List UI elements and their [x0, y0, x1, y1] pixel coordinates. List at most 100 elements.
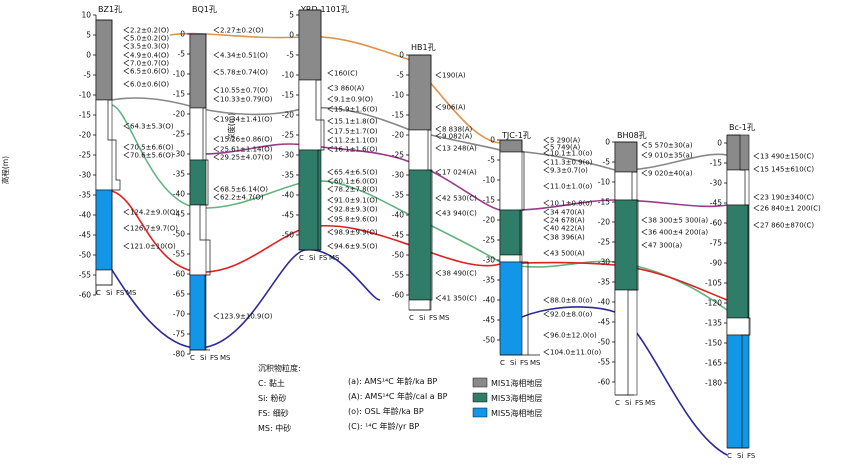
- age-arrow-icon: [435, 168, 442, 176]
- age-arrow-icon: [327, 136, 334, 144]
- age-label: 123.9±10.9(O): [220, 313, 273, 321]
- axis-tick-label: -5: [287, 51, 295, 60]
- grain-size-label: C: [96, 289, 101, 297]
- age-arrow-icon: [543, 310, 550, 318]
- axis-tick-label: -30: [282, 151, 294, 160]
- axis-tick-label: -80: [173, 350, 185, 359]
- age-label: 13 490±150(C): [760, 153, 814, 161]
- age-arrow-icon: [753, 165, 760, 173]
- age-label: 15.1±1.8(O): [334, 118, 378, 126]
- axis-tick-label: -50: [282, 231, 294, 240]
- age-arrow-icon: [327, 127, 334, 135]
- axis-tick-label: -15: [710, 159, 722, 168]
- age-arrow-icon: [543, 149, 550, 157]
- lithology-layer-mis1: [726, 134, 750, 171]
- axis-tick-label: -65: [173, 290, 185, 299]
- age-label: 7.0±0.7(O): [130, 60, 169, 68]
- axis-tick-label: -45: [483, 316, 495, 325]
- lithology-layer-mis5: [189, 274, 207, 351]
- lithology-layer-mis5: [726, 334, 750, 449]
- age-label: 88.0±8.0(o): [550, 297, 593, 305]
- lithology-layer-none: [408, 299, 432, 311]
- age-label: 95.8±9.6(O): [334, 216, 378, 224]
- age-label: 3.5±0.3(O): [130, 43, 169, 51]
- axis-tick-label: 5: [86, 31, 91, 40]
- legend-swatch-mis5: [472, 407, 488, 418]
- axis-tick-label: -60: [392, 291, 404, 300]
- age-label: 10.33±0.79(O): [220, 96, 273, 104]
- age-label: 121.0±10(O): [130, 243, 176, 251]
- age-label: 60.1±6.0(O): [334, 178, 378, 186]
- age-label: 41 350(C): [442, 295, 477, 303]
- age-arrow-icon: [123, 51, 130, 59]
- axis-tick-label: -35: [79, 191, 91, 200]
- age-arrow-icon: [543, 136, 550, 144]
- axis-tick-label: -50: [598, 338, 610, 347]
- age-arrow-icon: [543, 199, 550, 207]
- axis-tick-label: -10: [173, 70, 185, 79]
- axis-tick-label: -20: [483, 216, 495, 225]
- grain-size-label: Si: [737, 452, 743, 460]
- core-column-2: BQ1孔0-5-10-15-20-25-30-35-40-45-50-55-60…: [173, 5, 273, 362]
- age-label: 70.6±5.6(O): [130, 152, 174, 160]
- axis-tick-label: -45: [282, 211, 294, 220]
- age-arrow-icon: [641, 169, 648, 177]
- axis-tick-label: -35: [483, 276, 495, 285]
- grain-size-outline: [190, 33, 211, 351]
- legend-age-ams-cal: (A): AMS¹⁴C 年龄/cal a BP: [348, 391, 448, 401]
- lithology-layer-none: [189, 107, 207, 161]
- grain-size-label: MS: [126, 289, 137, 297]
- age-arrow-icon: [753, 204, 760, 212]
- lithology-layer-mis3: [614, 199, 638, 291]
- age-arrow-icon: [543, 158, 550, 166]
- grain-size-label: Si: [200, 354, 206, 362]
- age-label: 42 530(C): [442, 195, 477, 203]
- lithology-layer-none: [95, 269, 113, 286]
- age-label: 9 010±35(a): [648, 152, 693, 160]
- axis-tick-label: -5: [397, 71, 405, 80]
- age-label: 24 678(A): [550, 217, 585, 225]
- axis-tick-label: -105: [705, 279, 722, 288]
- axis-tick-label: -45: [173, 210, 185, 219]
- grain-size-label: MS: [329, 254, 340, 262]
- age-arrow-icon: [213, 26, 220, 34]
- lithology-layer-none: [614, 289, 638, 396]
- axis-tick-label: -35: [173, 170, 185, 179]
- age-label: 13 248(A): [442, 145, 477, 153]
- grain-size-label: FS: [210, 354, 219, 362]
- lithology-layer-mis5: [95, 189, 113, 271]
- axis-tick-label: -35: [282, 171, 294, 180]
- grain-size-label: FS: [747, 452, 756, 460]
- age-arrow-icon: [641, 241, 648, 249]
- age-label: 2.27±0.2(O): [220, 27, 264, 35]
- axis-tick-label: -40: [483, 296, 495, 305]
- lithology-layer-none: [499, 151, 523, 211]
- age-arrow-icon: [213, 115, 220, 123]
- axis-tick-label: -135: [705, 319, 722, 328]
- age-arrow-icon: [543, 224, 550, 232]
- axis-tick-label: -75: [173, 330, 185, 339]
- age-label: 94.6±9.5(O): [334, 243, 378, 251]
- age-arrow-icon: [327, 242, 334, 250]
- axis-tick-label: -20: [173, 110, 185, 119]
- age-label: 8 838(A): [442, 126, 473, 134]
- grain-size-label: C: [409, 314, 414, 322]
- legend-mis1-label: MIS1海相地层: [491, 378, 542, 388]
- axis-tick-label: -45: [710, 199, 722, 208]
- age-label: 9.1±0.9(O): [334, 96, 373, 104]
- grain-size-label: FS: [116, 289, 125, 297]
- age-label: 64.3±5.3(O): [130, 123, 174, 131]
- age-label: 5 749(A): [550, 144, 581, 152]
- axis-tick-label: -50: [392, 251, 404, 260]
- axis-tick-label: -70: [173, 310, 185, 319]
- grain-size-label: FS: [319, 254, 328, 262]
- age-label: 4.9±0.4(O): [130, 52, 169, 60]
- core-column-5: TJC-1孔0-5-10-15-20-25-30-35-40-45-505 29…: [483, 131, 602, 367]
- age-arrow-icon: [435, 144, 442, 152]
- age-arrow-icon: [543, 331, 550, 339]
- grain-size-label: MS: [645, 399, 656, 407]
- age-arrow-icon: [123, 224, 130, 232]
- age-arrow-icon: [213, 153, 220, 161]
- age-label: 5 290(A): [550, 137, 581, 145]
- grain-size-label: Si: [309, 254, 315, 262]
